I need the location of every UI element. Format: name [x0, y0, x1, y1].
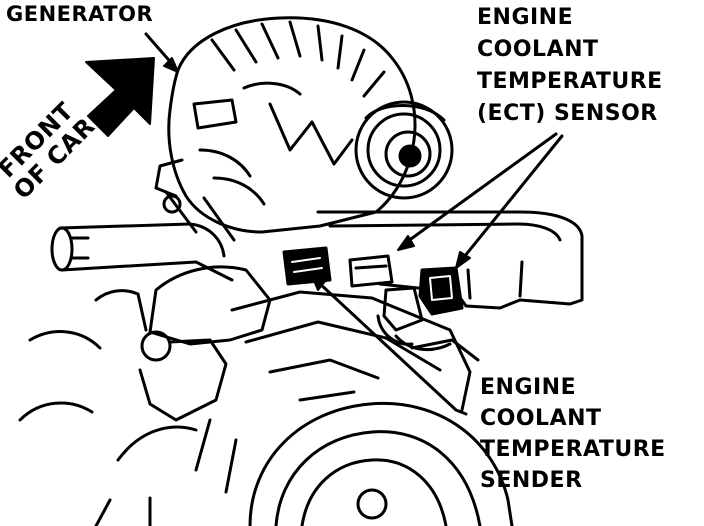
- ect-sensor-label: ENGINE COOLANT TEMPERATURE (ECT) SENSOR: [477, 5, 663, 126]
- ect-sensor-connector: [376, 266, 464, 352]
- sender-leader-arrow: [311, 275, 468, 416]
- generator-label: GENERATOR: [6, 2, 154, 26]
- generator-pulley: [354, 100, 454, 200]
- temp-sender-label: ENGINE COOLANT TEMPERATURE SENDER: [480, 375, 666, 493]
- lower-pulley: [248, 401, 514, 526]
- ect-leader-arrows: [397, 132, 564, 269]
- generator-leader-arrow: [144, 32, 179, 73]
- temp-sender-fitting: [282, 246, 394, 288]
- intake-manifold: [316, 210, 584, 310]
- coolant-pipe: [50, 222, 234, 282]
- mounting-bracket: [18, 265, 272, 526]
- front-arrow-icon: [85, 57, 155, 137]
- engine-block: [230, 290, 480, 412]
